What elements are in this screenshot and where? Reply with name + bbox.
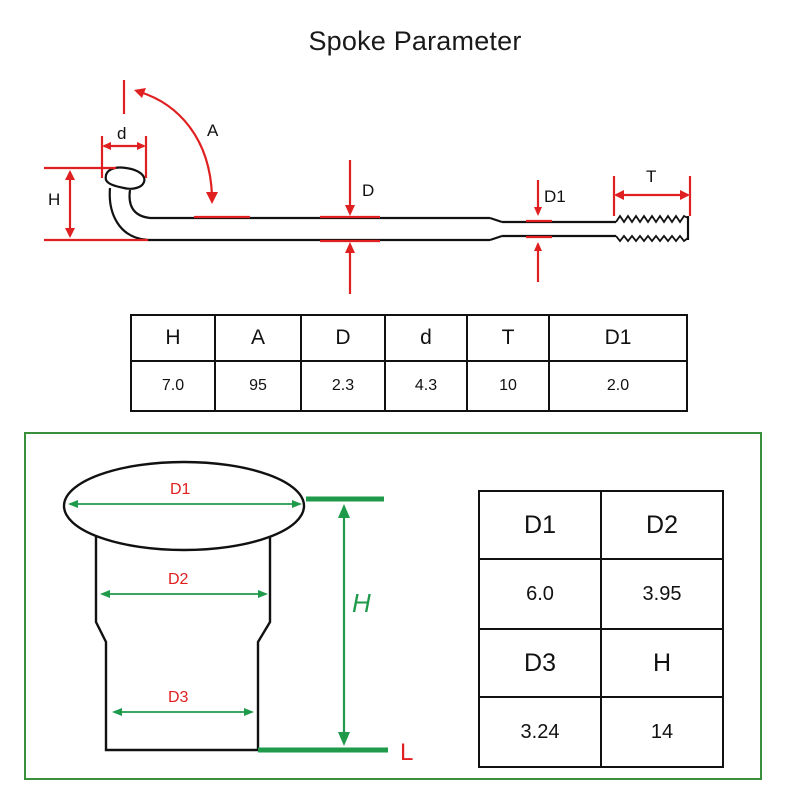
nipple-head (62, 460, 306, 552)
spoke-bend-inner (128, 189, 151, 220)
value-cell: 10 (466, 360, 550, 412)
nipple-panel (24, 432, 762, 780)
spoke-bend-outer (108, 187, 149, 242)
header-cell: H (130, 314, 216, 362)
value-cell: 3.24 (478, 696, 602, 768)
spoke-spec-table: H A D d T D1 7.0 95 2.3 4.3 10 2.0 (130, 314, 688, 412)
label-h: H (48, 190, 60, 209)
table-value-row: 3.24 14 (478, 696, 724, 768)
header-cell: D3 (478, 628, 602, 698)
value-cell: 2.3 (300, 360, 386, 412)
label-T: T (646, 167, 656, 186)
label-nipple-l: L (400, 739, 413, 766)
nipple-body (94, 536, 272, 752)
header-cell: D1 (478, 490, 602, 560)
header-cell: A (214, 314, 302, 362)
label-nipple-d2: D2 (168, 571, 189, 588)
value-cell: 7.0 (130, 360, 216, 412)
spoke-head (104, 166, 146, 190)
label-d: d (117, 124, 126, 143)
header-cell: D2 (600, 490, 724, 560)
value-cell: 95 (214, 360, 302, 412)
value-cell: 6.0 (478, 558, 602, 630)
table-header-row: D1 D2 (478, 490, 724, 560)
nipple-spec-table: D1 D2 6.0 3.95 D3 H 3.24 14 (478, 490, 724, 768)
label-a: A (207, 121, 219, 140)
spoke-thread (615, 214, 689, 243)
value-cell: 4.3 (384, 360, 468, 412)
header-cell: d (384, 314, 468, 362)
value-cell: 3.95 (600, 558, 724, 630)
table-header-row: D3 H (478, 628, 724, 698)
label-D: D (362, 181, 374, 200)
spoke-diagram: d A H D D1 T (44, 80, 692, 294)
header-cell: D1 (548, 314, 688, 362)
table-value-row: 6.0 3.95 (478, 558, 724, 630)
label-nipple-d3: D3 (168, 689, 189, 706)
label-D1: D1 (544, 187, 566, 206)
label-nipple-d1: D1 (170, 481, 191, 498)
header-cell: D (300, 314, 386, 362)
value-cell: 14 (600, 696, 724, 768)
table-header-row: H A D d T D1 (130, 314, 688, 362)
label-nipple-h: H (352, 588, 371, 618)
page-title: Spoke Parameter (308, 26, 522, 56)
header-cell: T (466, 314, 550, 362)
value-cell: 2.0 (548, 360, 688, 412)
header-cell: H (600, 628, 724, 698)
table-value-row: 7.0 95 2.3 4.3 10 2.0 (130, 360, 688, 412)
